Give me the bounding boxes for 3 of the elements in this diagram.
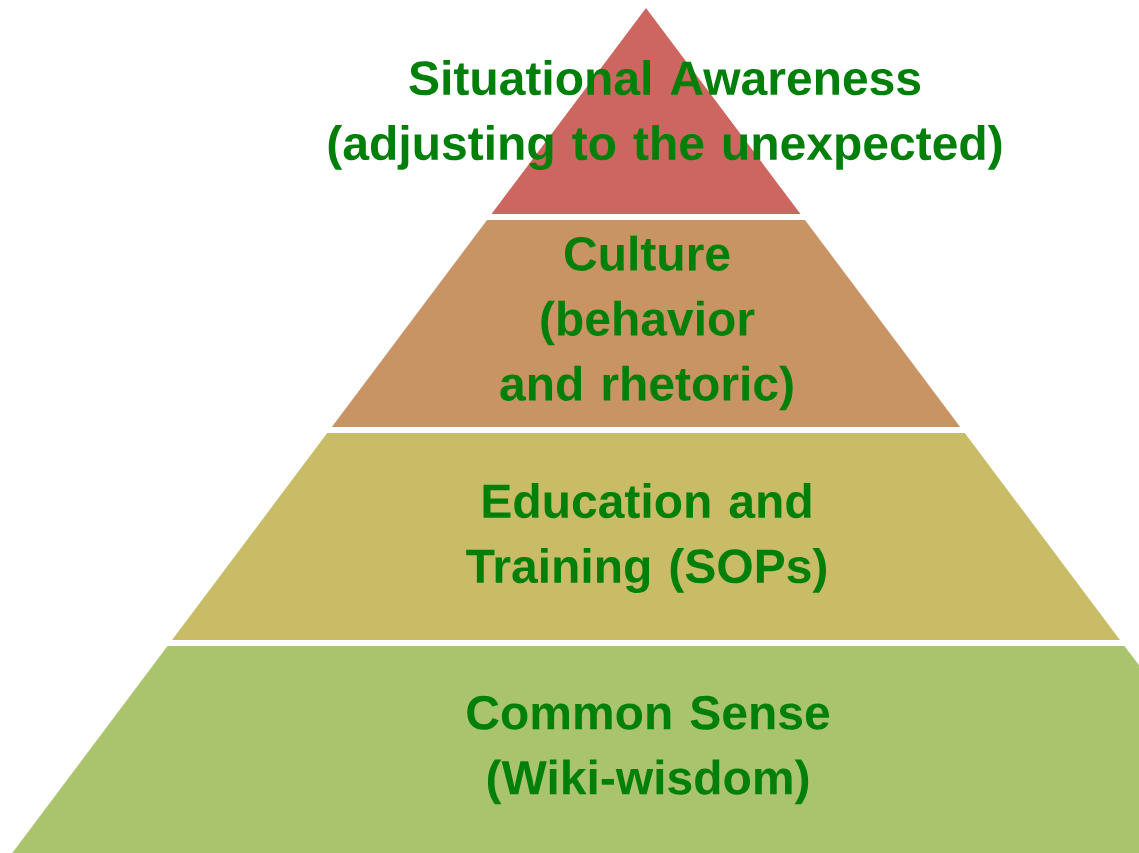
- pyramid-layer: Education and Training (SOPs): [172, 433, 1120, 640]
- pyramid-layer: Common Sense (Wiki-wisdom): [0, 646, 1139, 853]
- pyramid-layer: Culture (behavior and rhetoric): [331, 220, 961, 427]
